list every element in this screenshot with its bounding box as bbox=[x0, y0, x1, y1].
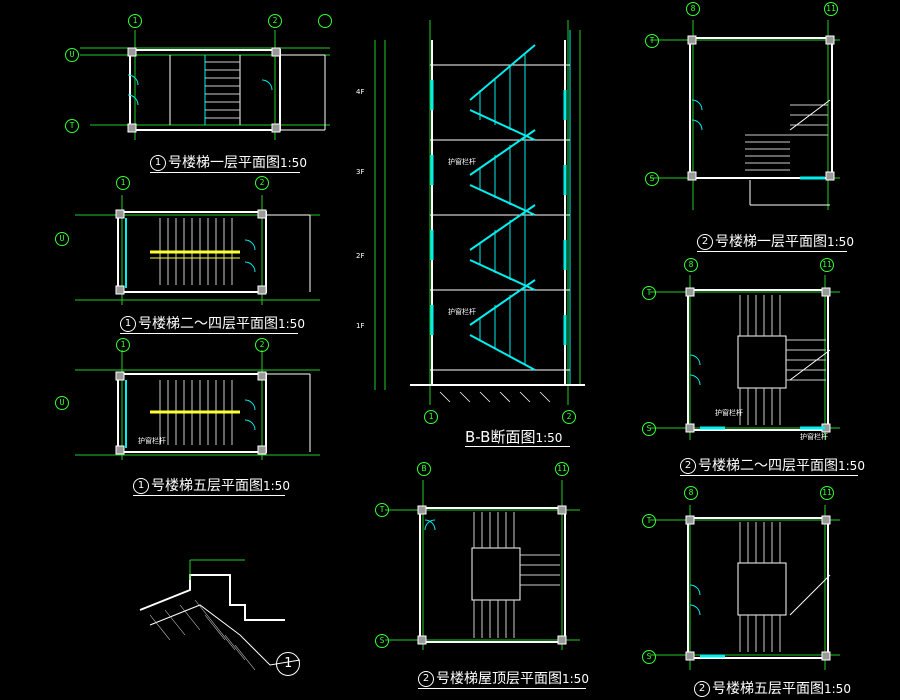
floor-label-3f: 3F bbox=[356, 168, 365, 176]
title-scale: 1:50 bbox=[562, 672, 589, 686]
title-underline bbox=[120, 333, 298, 334]
axis-bubble: 11 bbox=[824, 2, 838, 16]
title-text: 号楼梯五层平面图 bbox=[712, 681, 824, 697]
plan-stair2-mid bbox=[650, 275, 840, 440]
title-text: 号楼梯二～四层平面图 bbox=[138, 316, 278, 332]
title-text: 号楼梯五层平面图 bbox=[151, 478, 263, 494]
axis-bubble: 2 bbox=[255, 176, 269, 190]
axis-bubble: T bbox=[65, 119, 79, 133]
stair-number-bubble: 2 bbox=[694, 681, 710, 697]
axis-bubble: T bbox=[375, 503, 389, 517]
section-bb bbox=[374, 20, 585, 405]
title-text: 号楼梯二～四层平面图 bbox=[698, 458, 838, 474]
floor-label-1f: 1F bbox=[356, 322, 365, 330]
guard-rail-note: 护窗栏杆 bbox=[138, 437, 166, 445]
axis-bubble: 2 bbox=[562, 410, 576, 424]
title-text: 号楼梯屋顶层平面图 bbox=[436, 671, 562, 687]
title-scale: 1:50 bbox=[838, 459, 865, 473]
axis-bubble: 11 bbox=[820, 486, 834, 500]
stair-number-bubble: 2 bbox=[680, 458, 696, 474]
guard-rail-note: 护窗栏杆 bbox=[800, 433, 828, 441]
floor-label-2f: 2F bbox=[356, 252, 365, 260]
stair-number-bubble: 2 bbox=[418, 671, 434, 687]
axis-bubble: 8 bbox=[686, 2, 700, 16]
axis-bubble: U bbox=[55, 232, 69, 246]
axis-bubble: 2 bbox=[255, 338, 269, 352]
axis-bubble: T bbox=[642, 286, 656, 300]
guard-rail-note: 护窗栏杆 bbox=[448, 308, 476, 316]
plan-stair1-ground bbox=[80, 30, 330, 140]
title-underline bbox=[133, 495, 285, 496]
plan-stair2-fifth bbox=[650, 505, 840, 670]
floor-label-4f: 4F bbox=[356, 88, 365, 96]
axis-bubble: 1 bbox=[128, 14, 142, 28]
axis-bubble: 1 bbox=[116, 176, 130, 190]
axis-bubble: U bbox=[55, 396, 69, 410]
title-underline bbox=[418, 688, 586, 689]
title-text: 号楼梯一层平面图 bbox=[715, 234, 827, 250]
stair-detail bbox=[139, 559, 301, 671]
stair-number-bubble: 1 bbox=[120, 316, 136, 332]
title-scale: 1:50 bbox=[280, 156, 307, 170]
axis-bubble: S bbox=[375, 634, 389, 648]
plan-stair1-fifth bbox=[75, 350, 320, 460]
title-scale: 1:50 bbox=[824, 682, 851, 696]
axis-bubble: T bbox=[645, 34, 659, 48]
detail-bubble: 1 bbox=[276, 652, 300, 676]
axis-bubble: 2 bbox=[268, 14, 282, 28]
plan-stair2-ground bbox=[650, 20, 840, 210]
axis-bubble: 1 bbox=[116, 338, 130, 352]
axis-bubble bbox=[318, 14, 332, 28]
title-underline bbox=[150, 172, 300, 173]
stair-number-bubble: 1 bbox=[150, 155, 166, 171]
stair-number-bubble: 1 bbox=[133, 478, 149, 494]
axis-bubble: 1 bbox=[424, 410, 438, 424]
stair-number-bubble: 2 bbox=[697, 234, 713, 250]
title-section-bb: B-B断面图1:50 bbox=[465, 426, 562, 447]
axis-bubble: S bbox=[642, 650, 656, 664]
title-underline bbox=[465, 446, 570, 447]
axis-bubble: S bbox=[642, 422, 656, 436]
title-scale: 1:50 bbox=[278, 317, 305, 331]
title-scale: 1:50 bbox=[535, 431, 563, 445]
axis-bubble: S bbox=[645, 172, 659, 186]
title-text: B-B断面图 bbox=[465, 428, 536, 446]
axis-bubble: 8 bbox=[684, 258, 698, 272]
axis-bubble: 11 bbox=[820, 258, 834, 272]
title-scale: 1:50 bbox=[827, 235, 854, 249]
plan-stair2-roof bbox=[385, 480, 580, 650]
title-scale: 1:50 bbox=[263, 479, 290, 493]
axis-bubble: 8 bbox=[684, 486, 698, 500]
axis-bubble: 11 bbox=[555, 462, 569, 476]
title-underline bbox=[697, 251, 847, 252]
axis-bubble: B bbox=[417, 462, 431, 476]
plan-stair1-mid bbox=[75, 195, 320, 305]
axis-bubble: T bbox=[642, 514, 656, 528]
title-text: 号楼梯一层平面图 bbox=[168, 155, 280, 171]
guard-rail-note: 护窗栏杆 bbox=[715, 409, 743, 417]
guard-rail-note: 护窗栏杆 bbox=[448, 158, 476, 166]
axis-bubble: U bbox=[65, 48, 79, 62]
title-underline bbox=[680, 475, 858, 476]
